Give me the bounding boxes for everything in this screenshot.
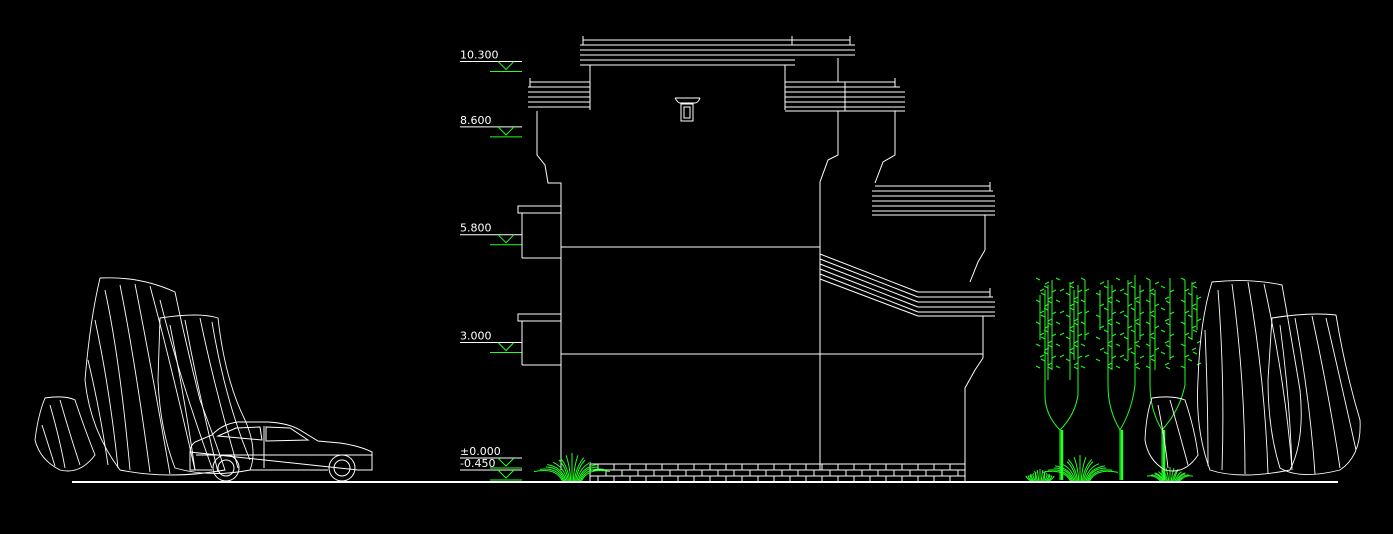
tree-icon — [1099, 275, 1141, 480]
level-label: 5.800 — [460, 222, 492, 235]
level-marker: ±0.000 — [460, 445, 522, 469]
level-marker: 10.300 — [460, 48, 522, 72]
tree-icon — [1197, 280, 1302, 476]
tree-icon — [1267, 313, 1361, 475]
wall-right — [819, 111, 839, 470]
eave-upper-right — [872, 182, 995, 283]
level-markers: 10.300 8.600 5.800 3.000 ±0.000-0.450 — [460, 48, 522, 481]
tree-icon — [84, 277, 226, 476]
roof-cornice-top — [580, 36, 855, 66]
level-label: 10.300 — [460, 48, 499, 61]
level-label: 8.600 — [460, 114, 492, 127]
right-tree-group — [1144, 280, 1361, 476]
shrub-icon — [1144, 396, 1199, 472]
sloped-roof — [819, 253, 995, 470]
level-marker: -0.450 — [460, 457, 522, 481]
level-label: 3.000 — [460, 330, 492, 343]
level-label: -0.450 — [460, 457, 495, 470]
tree-icon — [1149, 278, 1198, 480]
grass-icon — [533, 453, 1194, 482]
roof-cornice-left — [528, 78, 590, 108]
level-marker: 8.600 — [460, 114, 522, 138]
car-icon — [189, 421, 373, 482]
wall-left — [536, 111, 562, 470]
left-tree-group — [34, 277, 254, 476]
tree-icon — [157, 314, 254, 475]
balcony-left-lower — [517, 313, 562, 366]
level-marker: 5.800 — [460, 222, 522, 246]
tree-icon — [1039, 280, 1086, 480]
roof-cornice-right — [785, 78, 905, 112]
tree-icon — [34, 396, 96, 472]
balcony-left-upper — [517, 205, 562, 259]
building-elevation — [517, 36, 995, 482]
window-small — [674, 97, 701, 122]
level-marker: 3.000 — [460, 330, 522, 353]
green-trees — [1035, 275, 1202, 480]
brick-plinth — [589, 463, 966, 482]
tree-leaves — [1035, 277, 1202, 370]
level-label: ±0.000 — [460, 445, 501, 458]
